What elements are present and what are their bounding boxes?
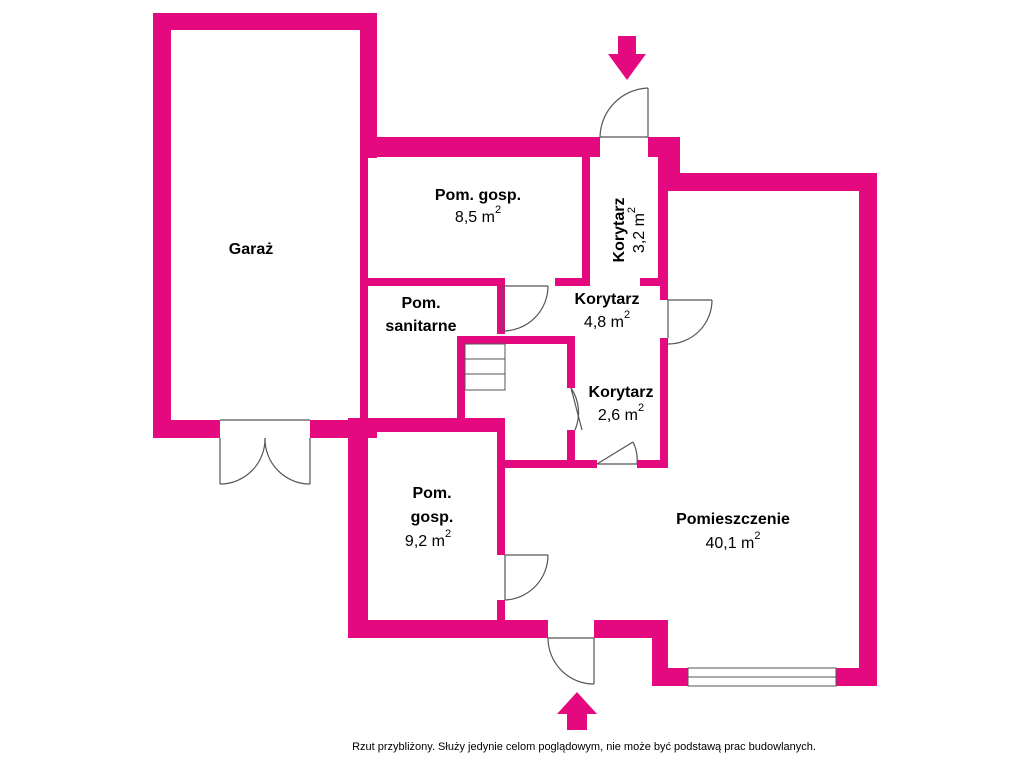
wall xyxy=(594,620,668,638)
wall xyxy=(153,420,220,438)
room-area-storage-2: 9,2 m2 xyxy=(405,528,451,550)
room-label-corridor-mid: Korytarz xyxy=(575,291,640,308)
wall xyxy=(457,336,465,431)
arrow-down-icon xyxy=(608,36,646,80)
wall xyxy=(582,137,590,282)
corridor-vertical-label: Korytarz 3,2 m2 xyxy=(611,198,648,263)
wall xyxy=(660,278,668,300)
wall xyxy=(360,137,600,157)
wall xyxy=(658,137,668,280)
room-label-sanitary-1: Pom. xyxy=(401,295,440,312)
room-label-storage-2a: Pom. xyxy=(412,485,451,502)
lower-corridor-door xyxy=(596,441,638,465)
wall xyxy=(836,668,877,686)
room-label-corridor-vertical: Korytarz xyxy=(611,198,628,263)
wall xyxy=(153,13,171,438)
wall xyxy=(497,460,505,555)
wall xyxy=(497,418,505,468)
stairs xyxy=(464,343,506,391)
room-label-garage: Garaż xyxy=(229,241,273,258)
wall xyxy=(360,137,368,300)
garage-door xyxy=(219,419,311,485)
wall xyxy=(567,430,575,468)
room-label-main: Pomieszczenie xyxy=(676,511,790,528)
wall xyxy=(652,668,688,686)
room-label-storage-1: Pom. gosp. xyxy=(435,187,521,204)
arrow-up-icon xyxy=(557,692,597,730)
doors xyxy=(219,87,713,685)
wall xyxy=(555,278,590,286)
wall xyxy=(497,278,505,334)
wall xyxy=(360,13,377,158)
wall xyxy=(660,173,877,191)
wall xyxy=(360,418,505,432)
room-area-main: 40,1 m2 xyxy=(705,530,760,552)
wall xyxy=(153,13,377,30)
room-label-corridor-low: Korytarz xyxy=(589,384,654,401)
room-area-storage-1: 8,5 m2 xyxy=(455,204,501,226)
wall xyxy=(348,418,368,638)
room-area-corridor-vertical: 3,2 m2 xyxy=(626,207,648,253)
wall xyxy=(497,600,505,622)
bottom-entrance-door xyxy=(547,637,595,685)
room-area-corridor-low: 2,6 m2 xyxy=(598,402,644,424)
room-label-sanitary-2: sanitarne xyxy=(385,318,456,335)
wall xyxy=(360,300,368,438)
wall xyxy=(567,336,575,388)
wall xyxy=(457,336,575,344)
storage-door xyxy=(504,554,549,601)
sanitary-door xyxy=(502,285,549,332)
main-room-door xyxy=(667,299,713,345)
wall xyxy=(360,278,503,286)
wall xyxy=(348,620,548,638)
wall xyxy=(637,460,668,468)
disclaimer: Rzut przybliżony. Służy jedynie celom po… xyxy=(352,741,816,753)
closet-door xyxy=(570,387,583,431)
wall xyxy=(497,460,597,468)
window xyxy=(687,667,837,687)
room-area-corridor-mid: 4,8 m2 xyxy=(584,309,630,331)
walls xyxy=(153,13,877,686)
wall xyxy=(640,278,668,286)
room-label-storage-2b: gosp. xyxy=(411,509,454,526)
wall xyxy=(859,173,877,686)
top-entrance-door xyxy=(599,87,649,138)
wall xyxy=(660,338,668,468)
